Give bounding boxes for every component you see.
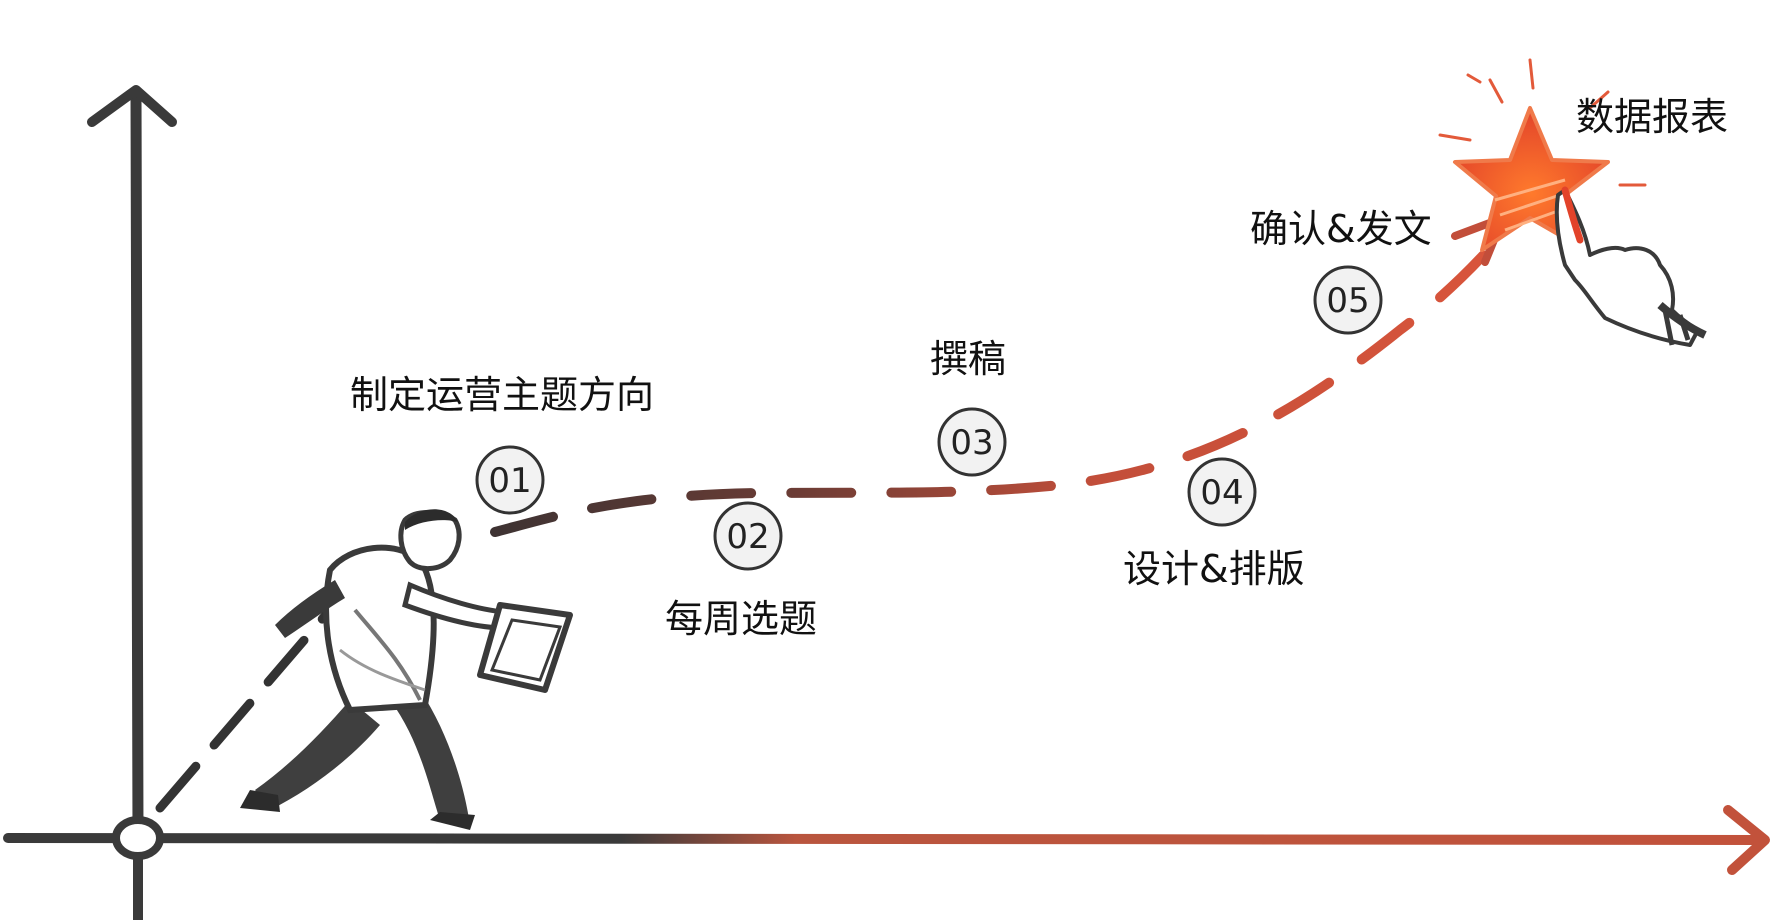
step-01-badge: [475, 445, 545, 515]
step-04-number: 04: [1200, 473, 1243, 513]
step-01-number: 01: [488, 461, 531, 501]
step-02: 02 每周选题: [665, 501, 817, 641]
step-01: 制定运营主题方向 01: [350, 373, 654, 515]
y-axis: [87, 85, 177, 920]
step-05: 确认&发文 05: [1250, 207, 1432, 335]
step-05-badge: [1313, 265, 1383, 335]
step-02-number: 02: [726, 517, 769, 557]
step-04-badge: [1187, 457, 1257, 527]
step-02-label: 每周选题: [665, 597, 817, 641]
step-04: 04 设计&排版: [1123, 457, 1305, 591]
step-04-label: 设计&排版: [1123, 547, 1305, 591]
origin-marker: [112, 816, 164, 860]
dashed-start-path: [155, 605, 335, 813]
x-axis: [3, 805, 1770, 875]
goal-label: 数据报表: [1576, 95, 1728, 139]
step-03-number: 03: [950, 423, 993, 463]
step-03-label: 撰稿: [930, 337, 1006, 381]
step-03: 撰稿 03: [930, 337, 1007, 477]
running-businessman-icon: [240, 509, 573, 830]
step-02-badge: [713, 501, 783, 571]
pointing-hand-icon: [1554, 186, 1707, 347]
progress-path: [490, 243, 1495, 537]
step-05-label: 确认&发文: [1250, 207, 1432, 251]
step-03-badge: [937, 407, 1007, 477]
step-01-label: 制定运营主题方向: [350, 373, 654, 417]
step-05-number: 05: [1326, 281, 1369, 321]
star-icon: [1438, 58, 1647, 252]
